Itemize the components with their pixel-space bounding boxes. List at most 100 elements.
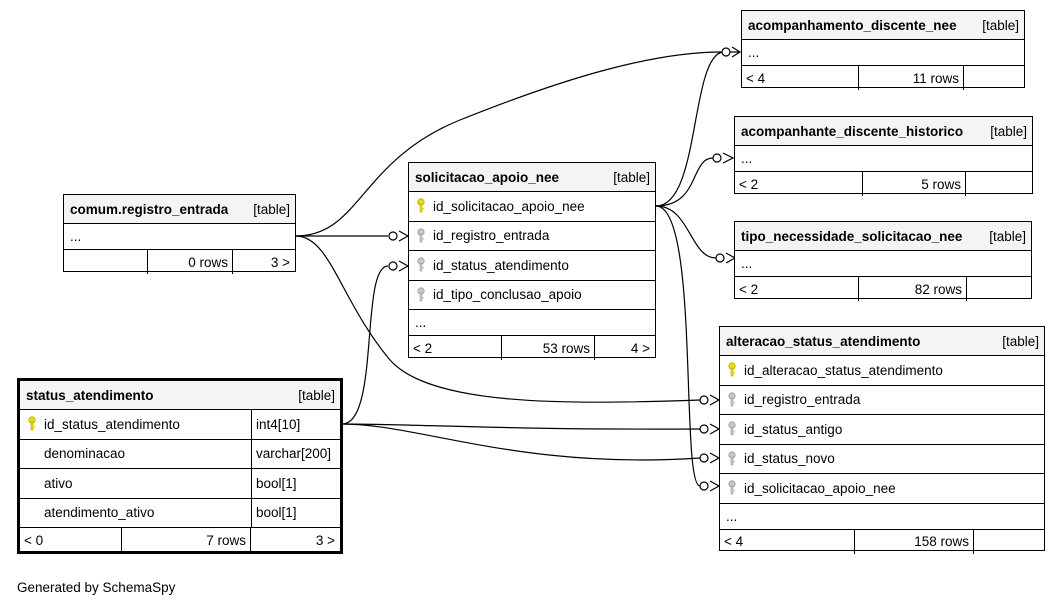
foreign-key-icon [415,287,427,303]
column-row[interactable]: id_status_novo [720,445,1044,474]
table-type: [table] [253,201,290,217]
crows-foot [709,394,721,406]
footer-parents[interactable]: < 2 [735,277,859,301]
column-name: id_status_atendimento [433,257,569,273]
column-row[interactable]: denominacao varchar[200] [20,439,340,469]
table-footer: < 2 5 rows [735,172,1032,196]
column-type: int4[10] [251,410,340,439]
footer-children[interactable] [964,66,1024,90]
table-name: acompanhamento_discente_nee [748,17,957,33]
column-name: denominacao [44,446,126,462]
table-acompanhamento-discente-nee[interactable]: acompanhamento_discente_nee [table] ... … [741,10,1025,90]
crows-foot [730,46,742,58]
column-name: id_registro_entrada [433,228,550,244]
column-name: id_status_atendimento [44,416,180,432]
footer-children[interactable] [967,277,1031,301]
column-row[interactable]: atendimento_ativo bool[1] [20,498,340,528]
column-row[interactable]: id_alteracao_status_atendimento [720,356,1044,386]
column-type: varchar[200] [251,439,340,468]
edge-status-antigo [341,423,701,430]
primary-key-icon [726,362,738,378]
footer-children[interactable] [974,530,1044,554]
ellipsis-row: ... [742,40,1024,66]
table-comum-registro-entrada[interactable]: comum.registro_entrada [table] ... 0 row… [63,194,296,274]
ellipsis-row: ... [64,224,295,250]
column-row[interactable]: id_solicitacao_apoio_nee [409,192,655,222]
footer-parents[interactable]: < 2 [409,336,502,360]
footer-parents[interactable]: < 0 [20,528,122,552]
footer-row-count: 82 rows [859,277,967,301]
column-row[interactable]: id_solicitacao_apoio_nee [720,474,1044,504]
primary-key-icon [26,416,38,432]
ellipsis: ... [415,315,427,330]
footer-row-count: 53 rows [502,336,595,360]
column-row[interactable]: id_registro_entrada [720,386,1044,415]
footer-row-count: 11 rows [859,66,964,90]
table-tipo-necessidade-solicitacao-nee[interactable]: tipo_necessidade_solicitacao_nee [table]… [734,221,1032,301]
table-name: alteracao_status_atendimento [726,333,921,349]
footer-parents[interactable]: < 2 [735,172,863,196]
column-name: id_registro_entrada [744,392,861,408]
edge-end-circle [721,47,731,57]
table-alteracao-status-atendimento[interactable]: alteracao_status_atendimento [table] id_… [719,326,1045,554]
edge-comum-acompanhamento [295,51,723,237]
crows-foot [398,260,410,272]
crows-foot [722,152,735,164]
edge-end-circle [712,153,722,163]
table-header: tipo_necessidade_solicitacao_nee [table] [735,222,1031,251]
table-name: comum.registro_entrada [70,201,229,217]
foreign-key-icon [726,392,738,408]
foreign-key-icon [415,257,427,273]
generated-by-label: Generated by SchemaSpy [17,580,176,595]
edge-comum-alteracao [295,235,701,403]
table-type: [table] [298,387,335,403]
footer-parents[interactable] [64,250,148,274]
footer-row-count: 5 rows [863,172,966,196]
column-type: bool[1] [251,498,340,527]
table-solicitacao-apoio-nee[interactable]: solicitacao_apoio_nee [table] id_solicit… [408,162,656,360]
table-footer: 0 rows 3 > [64,250,295,274]
column-row[interactable]: ativo bool[1] [20,469,340,499]
table-name: tipo_necessidade_solicitacao_nee [741,228,963,244]
edge-end-circle [699,424,709,434]
edge-status-novo [341,423,701,461]
column-row[interactable]: id_registro_entrada [409,222,655,251]
primary-key-icon [415,198,427,214]
footer-parents[interactable]: < 4 [742,66,859,90]
foreign-key-icon [415,228,427,244]
footer-children[interactable]: 3 > [270,254,290,270]
table-name: solicitacao_apoio_nee [415,169,560,185]
table-footer: < 4 11 rows [742,66,1024,90]
foreign-key-icon [726,451,738,467]
column-name: id_alteracao_status_atendimento [744,362,943,378]
footer-row-count: 0 rows [148,250,233,274]
table-type: [table] [982,17,1019,33]
ellipsis: ... [741,256,753,271]
column-row[interactable]: id_tipo_conclusao_apoio [409,281,655,310]
ellipsis-row: ... [409,310,655,336]
table-acompanhante-discente-historico[interactable]: acompanhante_discente_historico [table] … [734,116,1033,196]
edge-solic-tipo [655,205,717,259]
foreign-key-icon [726,421,738,437]
column-row[interactable]: id_status_atendimento int4[10] [20,410,340,440]
table-footer: < 2 82 rows [735,277,1031,301]
column-row[interactable]: id_status_atendimento [409,251,655,281]
ellipsis: ... [726,508,738,524]
table-name: status_atendimento [26,387,154,403]
ellipsis: ... [741,151,753,166]
footer-children[interactable]: 4 > [630,340,650,356]
footer-children[interactable] [966,172,1032,196]
table-type: [table] [1002,333,1039,349]
column-name: id_solicitacao_apoio_nee [744,480,896,496]
footer-parents[interactable]: < 4 [720,529,855,554]
crows-foot [398,230,410,242]
crows-foot [709,480,721,492]
footer-children[interactable]: 3 > [315,532,335,548]
column-name: id_solicitacao_apoio_nee [433,198,585,214]
column-type: bool[1] [251,469,340,498]
table-footer: < 0 7 rows 3 > [20,528,340,552]
table-status-atendimento[interactable]: status_atendimento [table] id_status_ate… [17,378,343,554]
table-header: comum.registro_entrada [table] [64,195,295,224]
column-row[interactable]: id_status_antigo [720,415,1044,445]
